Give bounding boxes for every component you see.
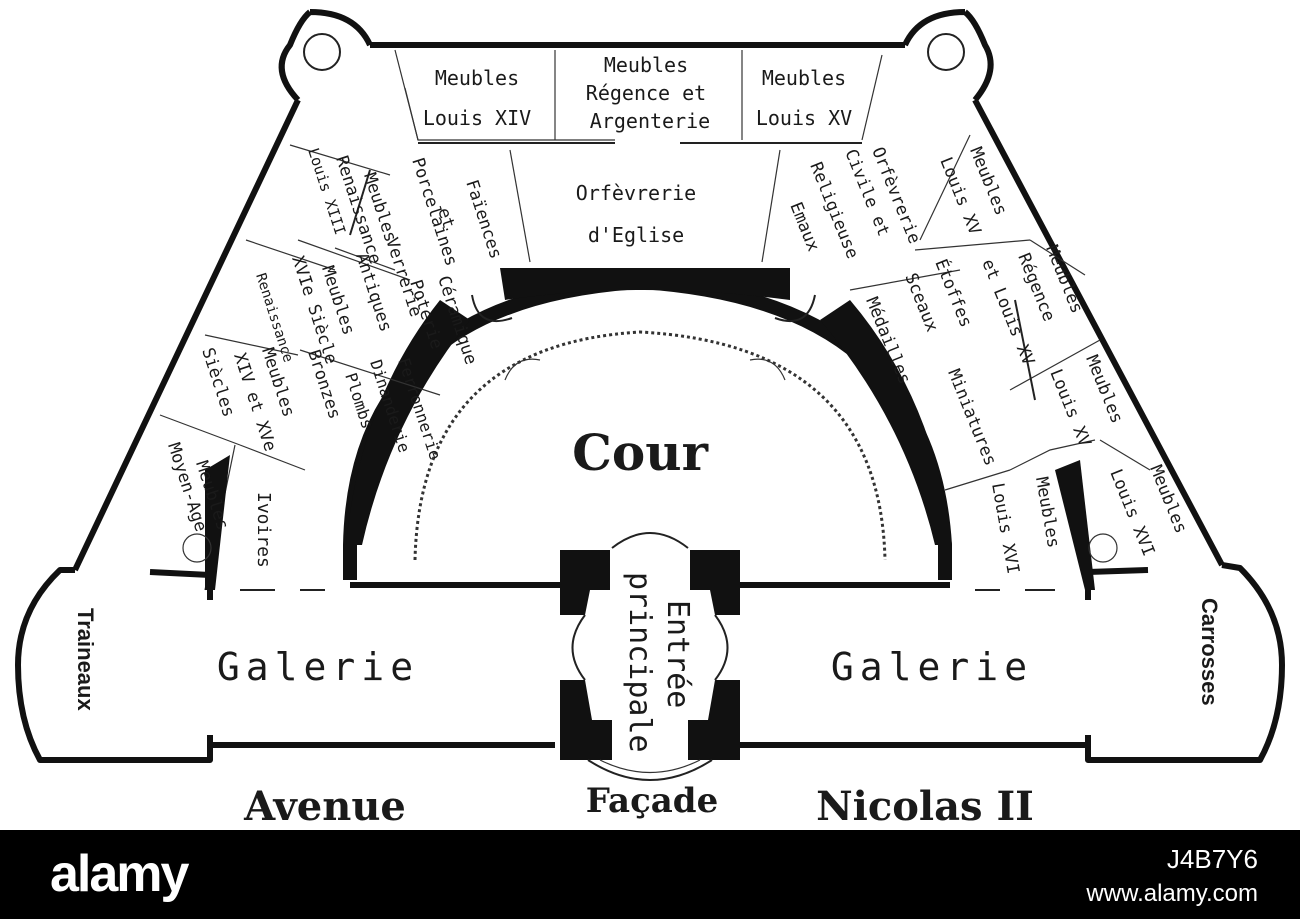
partition-left-8 bbox=[297, 239, 411, 281]
stair-right bbox=[1088, 533, 1118, 563]
label-nicolas: Nicolas II bbox=[816, 783, 1034, 830]
label-meubles-louis-xiv-1: Meubles bbox=[435, 66, 519, 90]
courtyard-left-mass bbox=[346, 300, 470, 545]
courtyard bbox=[343, 268, 952, 580]
label-meubles-lxv-b-1: Meubles bbox=[1081, 352, 1126, 426]
partition-right-8 bbox=[1009, 439, 1096, 471]
left-slanted-wall bbox=[72, 98, 301, 572]
facade-inner-arc bbox=[599, 759, 701, 773]
tower-right-stair bbox=[927, 33, 965, 71]
label-orfevrerie-eglise-2: d'Eglise bbox=[588, 223, 684, 247]
entrance-top-arc bbox=[611, 532, 689, 549]
partition-top-4 bbox=[861, 54, 883, 141]
label-meubles-regence-2: Régence et bbox=[586, 81, 706, 105]
labels: Meubles Louis XIV Meubles Régence et Arg… bbox=[73, 53, 1222, 830]
bottom-right-wall bbox=[740, 735, 1091, 748]
partition-left-7 bbox=[239, 444, 306, 471]
entrance-pier-bl bbox=[560, 680, 612, 760]
tower-left bbox=[278, 9, 373, 103]
stair-mass-left bbox=[205, 455, 230, 590]
partition-left-2 bbox=[245, 239, 336, 271]
partition-left-5 bbox=[204, 334, 299, 356]
partition-right-2 bbox=[1029, 239, 1086, 276]
right-slanted-wall bbox=[972, 98, 1225, 567]
partition-top-row-base-left bbox=[404, 87, 615, 141]
outer-walls bbox=[15, 9, 1285, 763]
tower-left-stair bbox=[303, 33, 341, 71]
floor-plan-drawing: Meubles Louis XIV Meubles Régence et Arg… bbox=[15, 9, 1285, 830]
label-orfevrerie-eglise-1: Orfèvrerie bbox=[576, 181, 696, 205]
label-meubles-regence-1: Meubles bbox=[604, 53, 688, 77]
partition-right-3 bbox=[914, 239, 1031, 251]
entrance-pier-tl bbox=[560, 550, 610, 615]
label-miniatures: Miniatures bbox=[943, 366, 1000, 468]
tower-right bbox=[902, 9, 994, 102]
partition-left-9 bbox=[349, 169, 371, 236]
partition-left-4 bbox=[299, 349, 441, 396]
label-meubles-lxv-b-2: Louis XV bbox=[1045, 366, 1094, 449]
stair-mass-right bbox=[1055, 460, 1095, 590]
footer-url: www.alamy.com bbox=[1086, 880, 1258, 907]
label-sceaux: Sceaux bbox=[900, 270, 942, 334]
label-carrosses: Carrosses bbox=[1197, 598, 1222, 706]
right-rotunda-wall bbox=[1085, 562, 1285, 763]
partition-eglise-right bbox=[761, 149, 781, 263]
label-meubles-louis-xiv-2: Louis XIV bbox=[423, 106, 531, 130]
stair-left bbox=[182, 533, 212, 563]
entrance-left-niche bbox=[571, 614, 586, 681]
partition-left-3 bbox=[334, 247, 396, 271]
entrance-pier-tr bbox=[690, 550, 740, 615]
label-cour: Cour bbox=[572, 423, 708, 482]
partition-left-1 bbox=[289, 144, 391, 176]
right-gallery-end bbox=[1085, 567, 1149, 600]
niche-right bbox=[774, 294, 816, 323]
left-gallery-end bbox=[149, 569, 213, 600]
image-id: J4B7Y6 bbox=[1166, 844, 1258, 874]
partition-left-6 bbox=[159, 414, 241, 446]
label-emaux: Emaux bbox=[785, 199, 823, 254]
partition-right-5 bbox=[1009, 339, 1101, 391]
label-meubles-louis-xv-1: Meubles bbox=[762, 66, 846, 90]
niche-left bbox=[471, 294, 513, 323]
inner-niche-right bbox=[749, 358, 786, 381]
partition-eglise-left bbox=[509, 149, 531, 263]
watermark-footer: alamy J4B7Y6 www.alamy.com bbox=[0, 830, 1300, 919]
label-galerie-left: Galerie bbox=[217, 645, 419, 689]
partitions bbox=[159, 49, 1151, 591]
label-galerie-right: Galerie bbox=[831, 645, 1033, 689]
label-entree-line1: Entrée bbox=[660, 600, 695, 708]
entrance-block bbox=[560, 532, 740, 781]
label-meubles-xvi-a: Meubles bbox=[1031, 475, 1063, 549]
inner-niche-left bbox=[504, 358, 541, 381]
left-rotunda-wall bbox=[15, 567, 213, 763]
partition-right-6 bbox=[1014, 299, 1036, 401]
partition-right-4 bbox=[849, 269, 961, 291]
floor-plan: Meubles Louis XIV Meubles Régence et Arg… bbox=[15, 9, 1285, 830]
label-meubles-louis-xv-2: Louis XV bbox=[756, 106, 852, 130]
label-meubles-regence-3: Argenterie bbox=[590, 109, 710, 133]
entrance-right-niche bbox=[714, 614, 729, 681]
alamy-logo: alamy bbox=[50, 845, 189, 903]
courtyard-top-mass bbox=[500, 268, 790, 300]
facade-arc bbox=[587, 759, 713, 781]
courtyard-right-mass bbox=[820, 300, 952, 545]
label-faiences-1: Faïences bbox=[461, 177, 505, 261]
bottom-left-wall bbox=[207, 735, 555, 748]
partition-right-9 bbox=[1099, 439, 1151, 471]
label-ivoires: Ivoires bbox=[253, 492, 274, 568]
label-entree-line2: principale bbox=[622, 572, 657, 753]
courtyard-inner-arc bbox=[413, 330, 887, 561]
label-traineaux: Traineaux bbox=[73, 608, 98, 711]
label-avenue: Avenue bbox=[243, 783, 406, 830]
label-louis-xvi-a: Louis XVI bbox=[987, 481, 1023, 575]
entrance-pier-br bbox=[688, 680, 740, 760]
label-facade: Façade bbox=[586, 781, 718, 821]
partition-right-1 bbox=[919, 134, 971, 241]
partition-right-7 bbox=[944, 469, 1011, 491]
